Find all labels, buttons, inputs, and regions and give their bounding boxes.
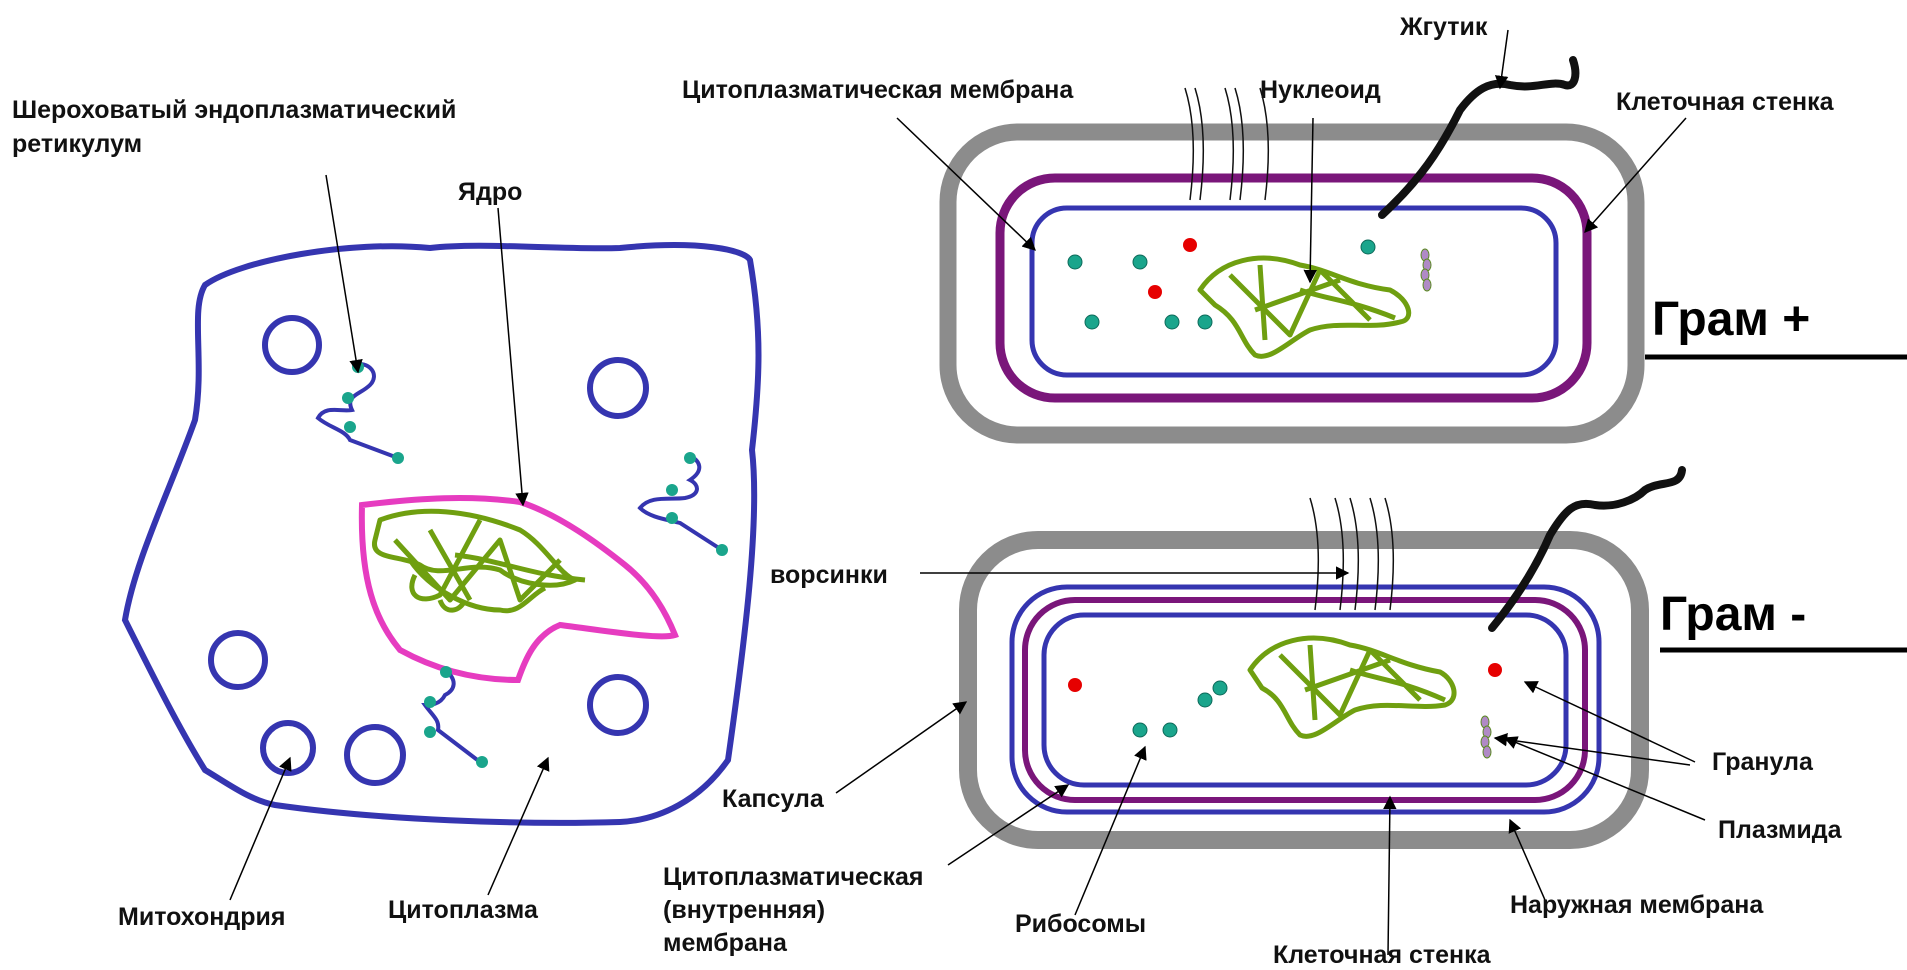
label-inner-membrane-1: Цитоплазматическая — [663, 863, 924, 891]
mitochondrion — [211, 633, 265, 687]
label-nucleoid: Нуклеоид — [1260, 76, 1381, 104]
rough-er — [318, 361, 728, 768]
label-rough-er-1: Шероховатый эндоплазматический — [12, 96, 456, 124]
label-gram-positive: Грам + — [1652, 293, 1810, 346]
cell-outline — [125, 245, 759, 823]
granules — [1068, 663, 1502, 692]
label-flagellum: Жгутик — [1399, 13, 1488, 41]
labels: Шероховатый эндоплазматический ретикулум… — [12, 13, 1843, 969]
label-nucleus: Ядро — [458, 178, 522, 206]
nucleoid — [1250, 638, 1454, 736]
label-cell-wall-bottom: Клеточная стенка — [1273, 941, 1492, 969]
eukaryotic-cell — [125, 245, 759, 823]
mitochondrion — [265, 318, 319, 372]
label-outer-membrane: Наружная мембрана — [1510, 891, 1764, 919]
label-cell-wall-top: Клеточная стенка — [1616, 88, 1835, 116]
pointer-lines — [230, 30, 1705, 955]
chromatin — [374, 511, 585, 611]
label-plasmid: Плазмида — [1718, 816, 1843, 844]
mitochondrion — [263, 723, 313, 773]
granules — [1148, 238, 1197, 299]
label-inner-membrane-2: (внутренняя) — [663, 896, 825, 924]
mitochondrion — [590, 360, 646, 416]
label-gram-negative: Грам - — [1660, 588, 1806, 641]
mitochondrion — [347, 727, 403, 783]
label-rough-er-2: ретикулум — [12, 130, 142, 158]
label-villi: ворсинки — [770, 561, 888, 589]
cell-wall-purple — [1000, 178, 1587, 398]
gram-positive-bacterium — [948, 60, 1636, 435]
label-capsule: Капсула — [722, 785, 825, 813]
gram-negative-bacterium — [968, 470, 1682, 840]
nucleoid — [1200, 258, 1409, 356]
label-cytoplasm: Цитоплазма — [388, 896, 539, 924]
pili — [1310, 498, 1393, 610]
cytoplasmic-membrane — [1032, 208, 1556, 375]
plasmid — [1421, 249, 1431, 291]
mitochondrion — [590, 677, 646, 733]
outer-membrane — [1012, 587, 1599, 812]
label-inner-membrane-3: мембрана — [663, 929, 788, 957]
plasmid — [1481, 716, 1491, 758]
label-mitochondria: Митохондрия — [118, 903, 286, 931]
label-cytoplasmic-membrane: Цитоплазматическая мембрана — [682, 76, 1074, 104]
label-ribosomes: Рибосомы — [1015, 910, 1146, 938]
cell-wall-purple — [1025, 600, 1585, 800]
ribosomes — [1133, 681, 1227, 737]
pili — [1185, 88, 1268, 200]
label-granule: Гранула — [1712, 748, 1814, 776]
